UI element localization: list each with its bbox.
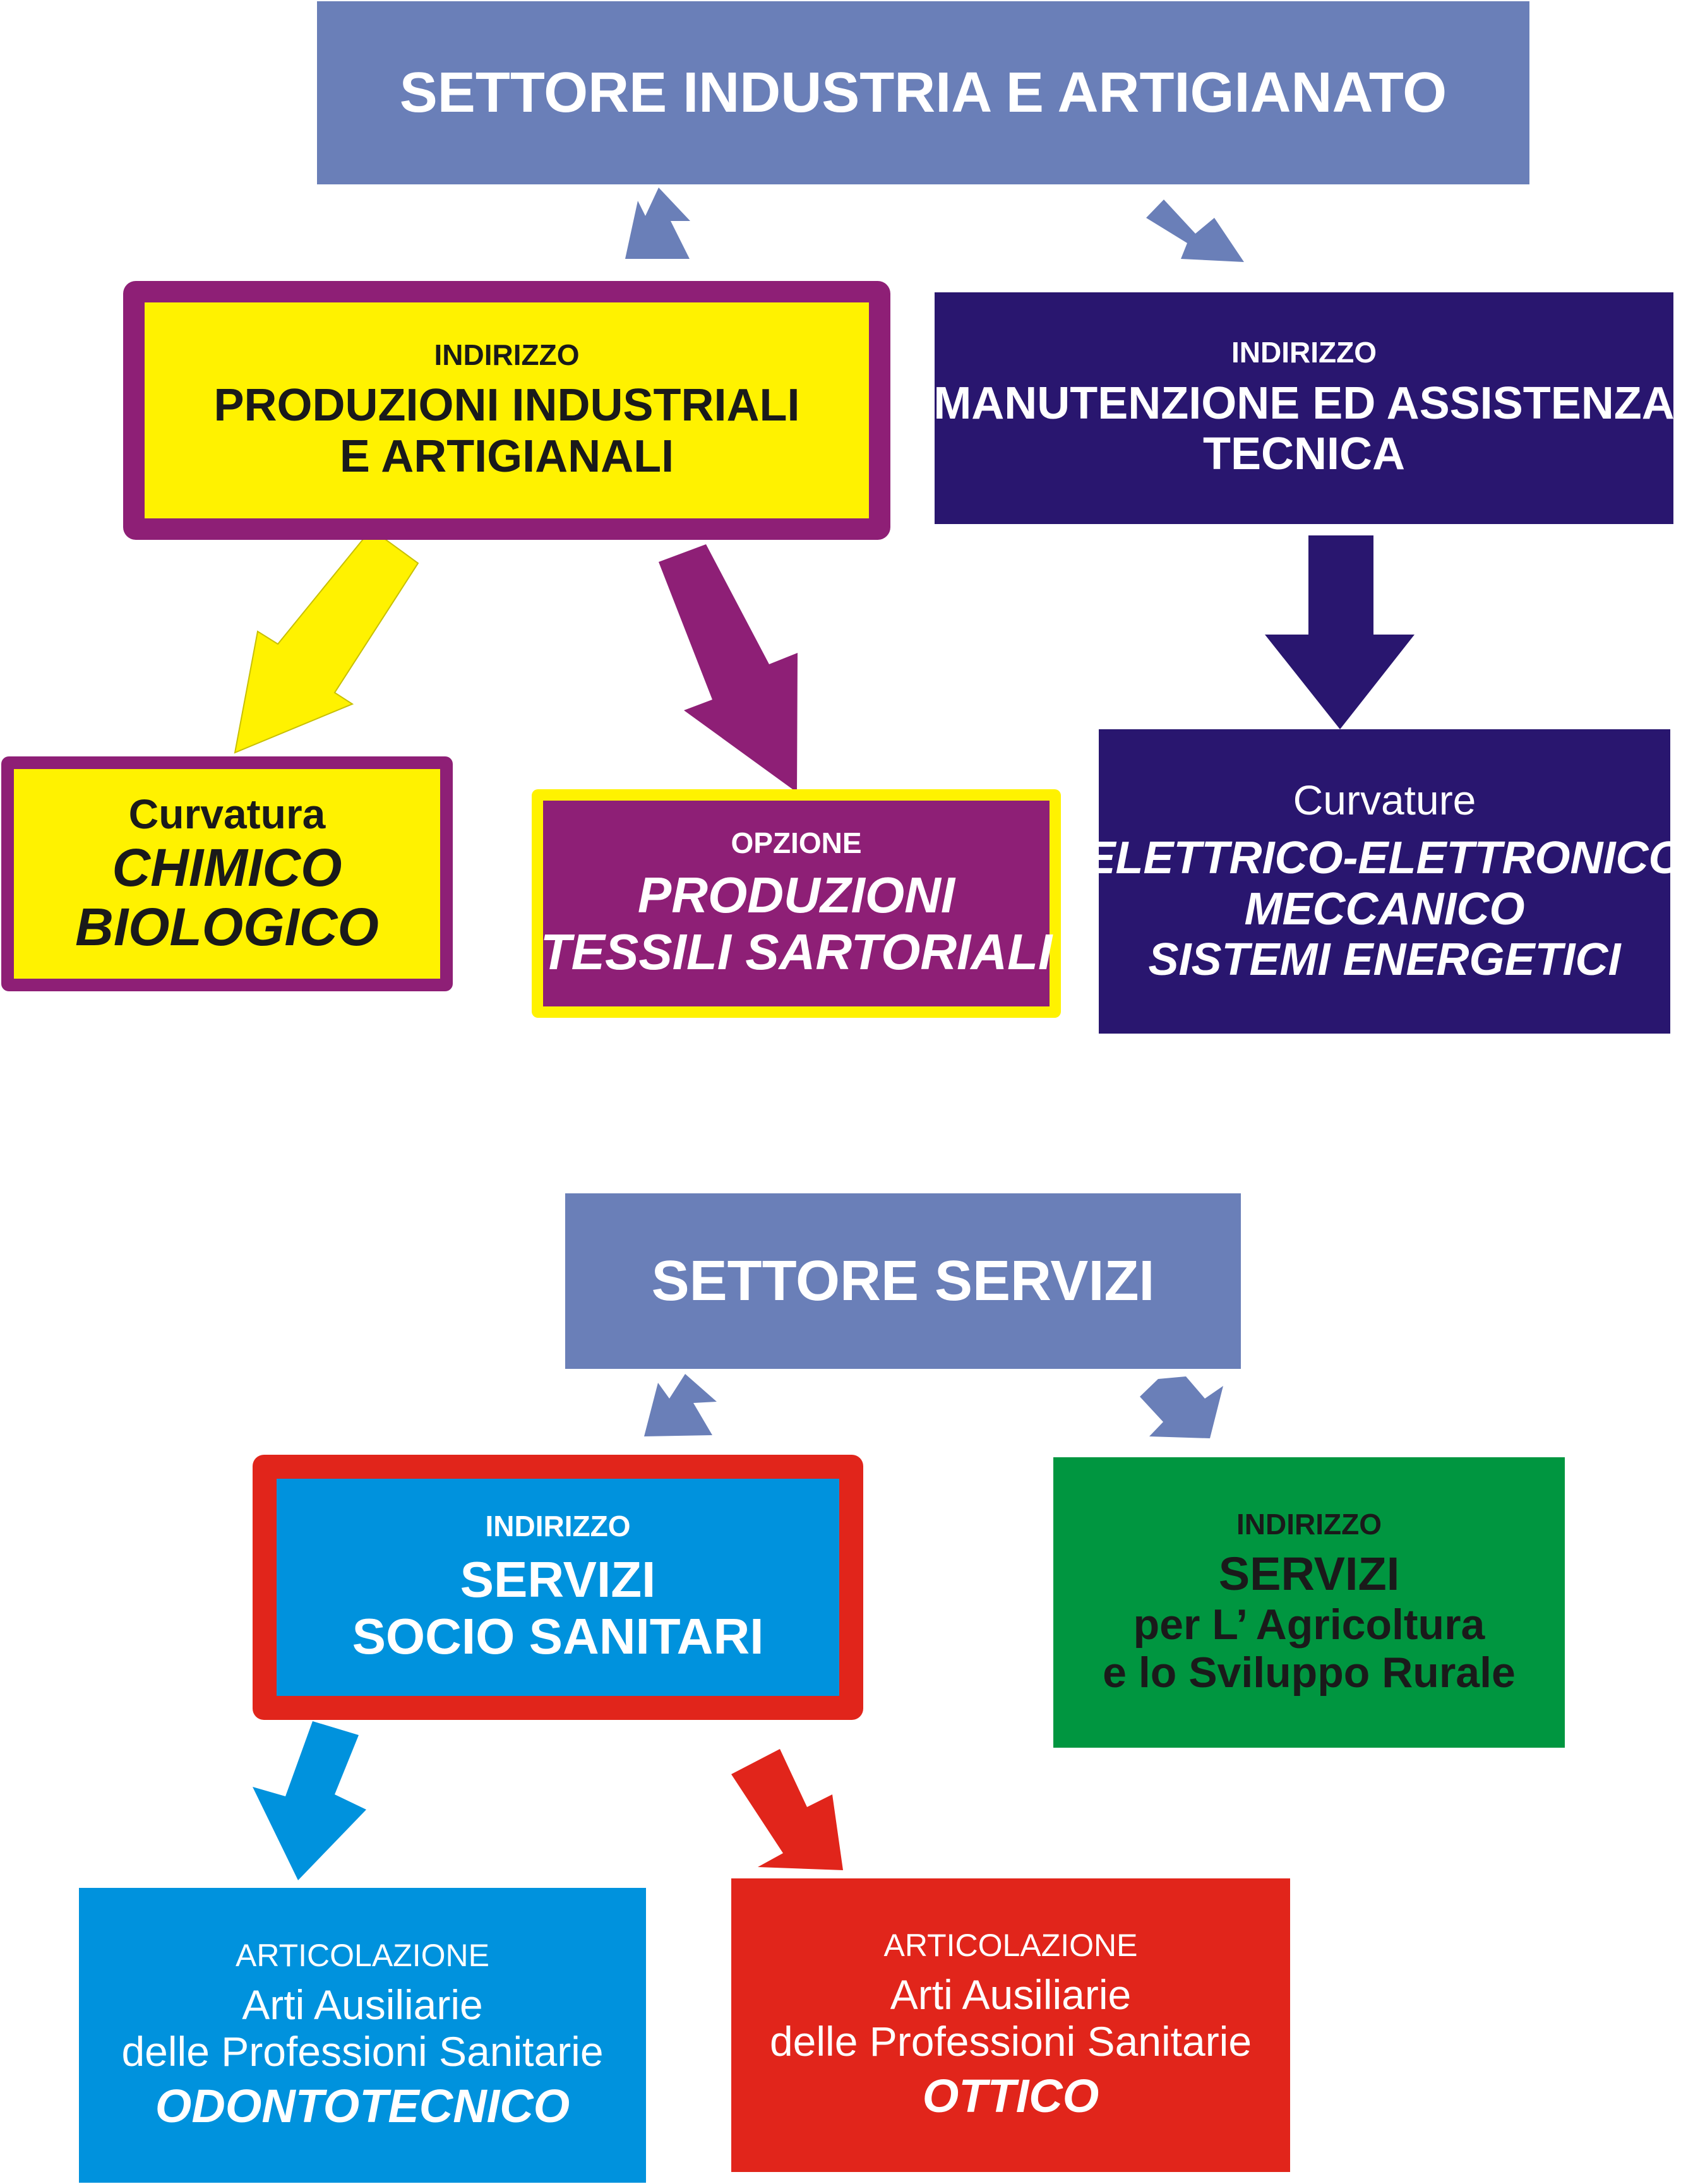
articolazione-odonto-line1: Arti Ausiliarie bbox=[242, 1981, 483, 2029]
indirizzo-socio-kicker: INDIRIZZO bbox=[485, 1509, 631, 1543]
arrow-sector-industria-right bbox=[1146, 200, 1244, 262]
curvature-item-elettrico: ELETTRICO-ELETTRONICO bbox=[1085, 833, 1681, 884]
opzione-tessili-box: OPZIONE PRODUZIONI TESSILI SARTORIALI bbox=[532, 789, 1061, 1018]
indirizzo-agricoltura-box: INDIRIZZO SERVIZI per L’ Agricoltura e l… bbox=[1053, 1457, 1565, 1748]
indirizzo-manutenzione-line2: TECNICA bbox=[1203, 429, 1405, 480]
sector-industria-box: SETTORE INDUSTRIA E ARTIGIANATO bbox=[317, 1, 1529, 184]
opzione-tessili-line2: TESSILI SARTORIALI bbox=[540, 923, 1053, 980]
articolazione-odonto-kicker: ARTICOLAZIONE bbox=[236, 1938, 489, 1974]
arrow-produzioni-to-tessili bbox=[659, 544, 798, 792]
indirizzo-agricoltura-line2: per L’ Agricoltura bbox=[1133, 1601, 1485, 1649]
articolazione-odonto-line2: delle Professioni Sanitarie bbox=[121, 2028, 604, 2075]
opzione-tessili-kicker: OPZIONE bbox=[731, 826, 862, 859]
indirizzo-manutenzione-box: INDIRIZZO MANUTENZIONE ED ASSISTENZA TEC… bbox=[933, 292, 1675, 524]
indirizzo-manutenzione-kicker: INDIRIZZO bbox=[1231, 336, 1377, 369]
indirizzo-agricoltura-line3: e lo Sviluppo Rurale bbox=[1103, 1649, 1516, 1697]
curvature-manutenzione-kicker: Curvature bbox=[1293, 777, 1476, 824]
articolazione-ottico-line1: Arti Ausiliarie bbox=[890, 1971, 1132, 2019]
articolazione-ottico-kicker: ARTICOLAZIONE bbox=[883, 1928, 1138, 1964]
arrow-manutenzione-to-curvature bbox=[1265, 535, 1415, 729]
curvature-manutenzione-box: Curvature ELETTRICO-ELETTRONICO MECCANIC… bbox=[1086, 729, 1681, 1034]
curvatura-chimico-box: Curvatura CHIMICO BIOLOGICO bbox=[1, 756, 453, 991]
arrow-socio-to-ottico bbox=[731, 1749, 843, 1870]
articolazione-odonto-line3: ODONTOTECNICO bbox=[155, 2079, 570, 2132]
indirizzo-agricoltura-kicker: INDIRIZZO bbox=[1236, 1507, 1382, 1541]
indirizzo-produzioni-kicker: INDIRIZZO bbox=[434, 338, 580, 371]
curvatura-chimico-kicker: Curvatura bbox=[128, 790, 326, 837]
indirizzo-socio-line2: SOCIO SANITARI bbox=[352, 1608, 764, 1664]
arrow-sector-servizi-right bbox=[1140, 1376, 1223, 1438]
indirizzo-agricoltura-line1: SERVIZI bbox=[1218, 1548, 1400, 1601]
articolazione-ottico-line3: OTTICO bbox=[922, 2069, 1099, 2122]
indirizzo-socio-line1: SERVIZI bbox=[460, 1551, 656, 1608]
articolazione-odonto-box: ARTICOLAZIONE Arti Ausiliarie delle Prof… bbox=[79, 1888, 646, 2183]
indirizzo-produzioni-line1: PRODUZIONI INDUSTRIALI bbox=[213, 380, 800, 431]
articolazione-ottico-box: ARTICOLAZIONE Arti Ausiliarie delle Prof… bbox=[731, 1878, 1290, 2172]
sector-servizi-title: SETTORE SERVIZI bbox=[651, 1249, 1155, 1313]
curvature-item-sistemi: SISTEMI ENERGETICI bbox=[1148, 934, 1621, 986]
arrow-socio-to-odonto bbox=[253, 1721, 366, 1880]
sector-industria-title: SETTORE INDUSTRIA E ARTIGIANATO bbox=[399, 61, 1447, 124]
arrow-produzioni-to-chimico bbox=[234, 528, 419, 754]
indirizzo-produzioni-box: INDIRIZZO PRODUZIONI INDUSTRIALI E ARTIG… bbox=[123, 281, 890, 540]
curvatura-chimico-line2: BIOLOGICO bbox=[75, 897, 379, 957]
articolazione-ottico-line2: delle Professioni Sanitarie bbox=[769, 2018, 1252, 2065]
indirizzo-produzioni-line2: E ARTIGIANALI bbox=[339, 431, 674, 482]
opzione-tessili-line1: PRODUZIONI bbox=[637, 867, 955, 924]
arrow-sector-servizi-left bbox=[644, 1374, 717, 1436]
curvature-item-meccanico: MECCANICO bbox=[1244, 883, 1525, 934]
indirizzo-manutenzione-line1: MANUTENZIONE ED ASSISTENZA bbox=[933, 378, 1675, 429]
indirizzo-socio-box: INDIRIZZO SERVIZI SOCIO SANITARI bbox=[253, 1455, 863, 1720]
sector-servizi-box: SETTORE SERVIZI bbox=[565, 1193, 1241, 1369]
curvatura-chimico-line1: CHIMICO bbox=[112, 837, 342, 897]
arrow-sector-industria-left bbox=[625, 188, 690, 259]
